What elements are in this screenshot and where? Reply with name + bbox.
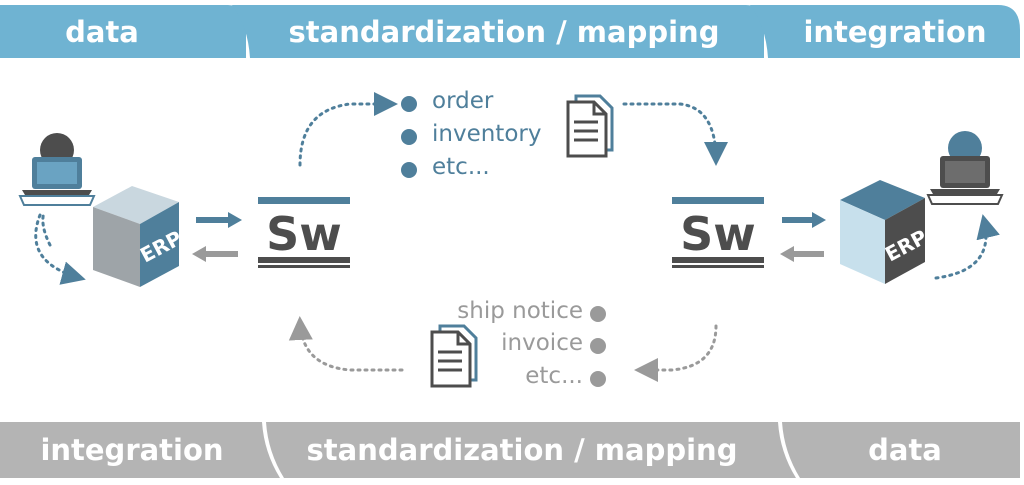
- inbound-item-etc: etc...: [525, 363, 583, 389]
- arrow-icon: [196, 212, 242, 228]
- top-band-left-label: data: [65, 15, 139, 49]
- dotted-arrow-icon: [934, 214, 1000, 280]
- arrow-icon: [780, 246, 824, 262]
- list-bullet: [401, 129, 417, 145]
- dotted-arrow-icon: [298, 92, 398, 167]
- document-icon: [566, 94, 614, 158]
- bottom-band-right-segment: [782, 422, 1020, 478]
- list-bullet: [590, 338, 606, 354]
- bottom-band-right-label: data: [868, 433, 942, 467]
- dotted-arrow-icon: [634, 324, 718, 382]
- top-band-center-label: standardization / mapping: [289, 15, 720, 49]
- outbound-item-inventory: inventory: [432, 121, 541, 147]
- erp-cube-icon: ERP: [93, 186, 186, 287]
- top-band-center-segment: [232, 5, 764, 58]
- arrow-icon: [192, 246, 238, 262]
- bottom-band-left-segment: [0, 422, 280, 478]
- outbound-item-etc: etc...: [432, 154, 490, 180]
- sw-label-right: Sw: [680, 207, 756, 261]
- inbound-item-ship-notice: ship notice: [457, 298, 583, 324]
- top-band-right-segment: [750, 5, 1020, 58]
- dotted-arrow-icon: [288, 316, 404, 372]
- dotted-arrow-icon: [622, 102, 728, 166]
- bottom-band-center-segment: [266, 422, 796, 478]
- top-band-left-segment: [0, 5, 246, 58]
- dotted-arrow-icon: [41, 210, 52, 247]
- erp-cube-icon: ERP: [840, 180, 931, 284]
- bottom-band-left-label: integration: [40, 433, 223, 467]
- dotted-arrow-icon: [34, 213, 86, 285]
- list-bullet: [590, 306, 606, 322]
- sw-label-left: Sw: [266, 207, 342, 261]
- document-icon: [430, 324, 478, 388]
- list-bullet: [590, 371, 606, 387]
- inbound-list: ship notice invoice etc...: [457, 298, 606, 389]
- sw-logo-icon: Sw: [258, 197, 350, 268]
- laptop-user-icon: [18, 133, 96, 206]
- bottom-band: integration standardization / mapping da…: [0, 422, 1020, 478]
- sw-logo-icon: Sw: [672, 197, 764, 268]
- top-band: data standardization / mapping integrati…: [0, 5, 1020, 58]
- top-band-right-label: integration: [803, 15, 986, 49]
- arrow-icon: [782, 212, 826, 228]
- inbound-item-invoice: invoice: [501, 330, 583, 356]
- outbound-list: order inventory etc...: [401, 88, 541, 180]
- laptop-user-icon: [926, 131, 1004, 205]
- outbound-item-order: order: [432, 88, 494, 114]
- list-bullet: [401, 96, 417, 112]
- list-bullet: [401, 162, 417, 178]
- bottom-band-center-label: standardization / mapping: [307, 433, 738, 467]
